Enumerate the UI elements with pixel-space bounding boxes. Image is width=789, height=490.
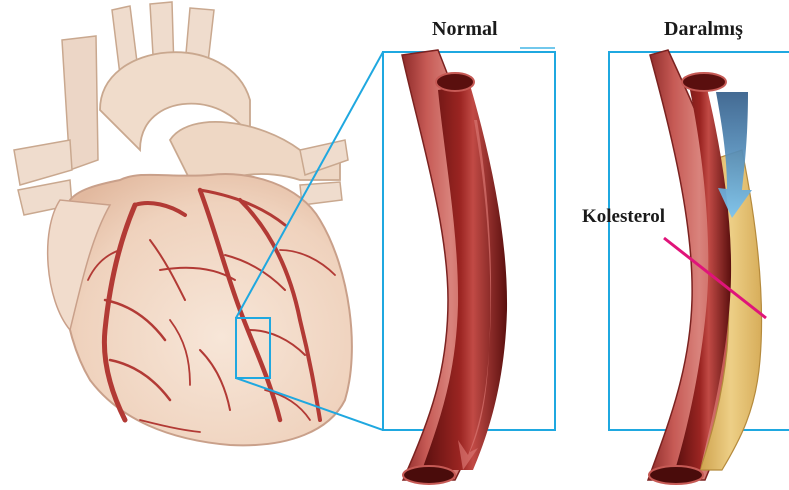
narrowed-artery-bottom-opening <box>649 466 703 484</box>
narrowed-artery-panel <box>609 50 789 484</box>
normal-artery-top-opening <box>436 73 474 91</box>
narrowed-label: Daralmış <box>664 18 743 41</box>
normal-artery-panel <box>383 48 555 484</box>
cholesterol-label: Kolesterol <box>582 206 665 228</box>
heart-illustration <box>14 2 352 445</box>
pulmonary-vessels-left <box>14 140 72 185</box>
narrowed-artery-top-opening <box>682 73 726 91</box>
normal-label: Normal <box>432 18 498 41</box>
normal-artery-bottom-opening <box>403 466 455 484</box>
